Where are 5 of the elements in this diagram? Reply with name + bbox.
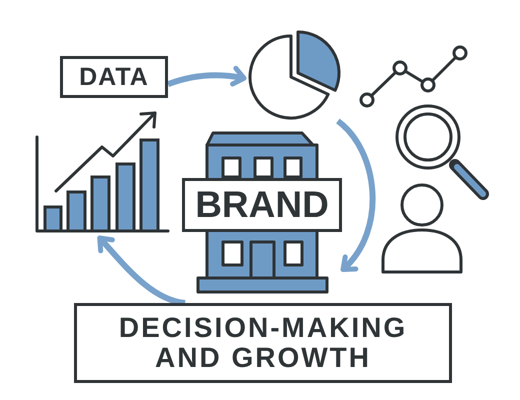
framed-label: DECISION-MAKING AND GROWTH	[74, 303, 452, 383]
framed-label: DATA	[60, 56, 168, 98]
arrow	[97, 236, 186, 306]
arrow	[336, 118, 376, 272]
arrow	[167, 66, 246, 87]
